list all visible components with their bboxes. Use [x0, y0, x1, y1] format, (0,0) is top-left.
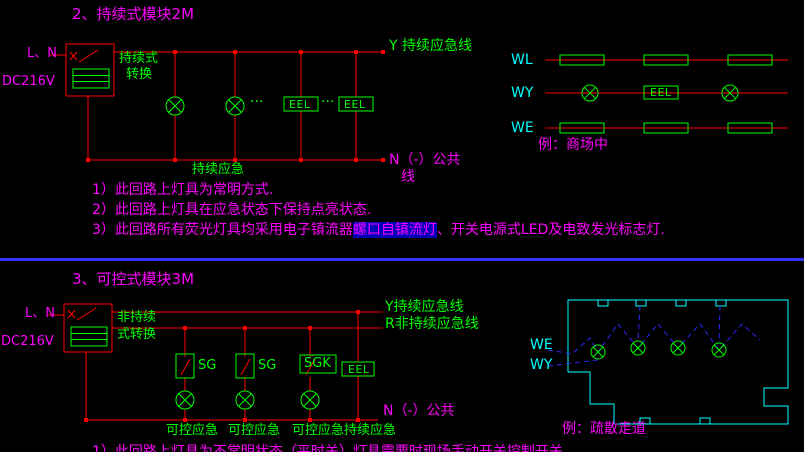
mall-example-lines [545, 59, 788, 129]
module-2m-lamp-caption: 持续应急 [192, 162, 245, 177]
eel-box-1 [283, 96, 319, 112]
switch-box-sg2 [235, 353, 255, 379]
module-2m-converter-box [50, 43, 115, 97]
module-3m-note-1: 1）此回路上灯具为不常明状态（平时关）灯具需要时现场手动开关控制开关. [92, 444, 568, 452]
lamp-symbol [581, 84, 599, 102]
module-3m-converter-core [70, 326, 108, 347]
corridor-plan-outline [567, 299, 789, 425]
eel-box-2 [338, 96, 374, 112]
lamp-symbol [721, 84, 739, 102]
switch-box-sgk [299, 354, 337, 374]
corridor-lamp-symbols [590, 340, 727, 360]
eel-box [643, 85, 679, 100]
mall-circuit-wy-label: WY [511, 85, 534, 101]
module-3m-voltage-label: DC216V [1, 334, 54, 349]
module-3m-caption-3: 可控应急持续应急 [292, 423, 397, 438]
module-2m-ellipsis-1: ··· [250, 94, 264, 110]
section-divider [0, 258, 804, 261]
module-3m-caption-2: 可控应急 [228, 423, 281, 438]
module-2m-voltage-label: DC216V [2, 74, 55, 89]
eel-label-3m: EEL [348, 363, 370, 376]
module-2m-note-2: 2）此回路上灯具在应急状态下保持点亮状态. [92, 202, 372, 218]
corridor-example-caption: 例：疏散走道 [562, 421, 646, 437]
module-3m-converter-box [48, 303, 113, 353]
mall-example-caption: 例：商场中 [538, 137, 608, 153]
module-2m-note-3: 3）此回路所有荧光灯具均采用电子镇流器螺口自镇流灯、开关电源式LED及电致发光标… [92, 222, 665, 238]
module-3m-lamp-symbols [175, 390, 320, 410]
corridor-circuit-wy-label: WY [530, 357, 553, 373]
switch-box-sg1 [175, 353, 195, 379]
module-3m-bus-n-label: N（-）公共 [383, 403, 455, 419]
module-3m-switch-boxes [175, 353, 375, 379]
switch-label-sg2: SG [258, 358, 277, 373]
corridor-wiring-dashed [547, 305, 761, 367]
module-3m-wiring [85, 311, 383, 421]
module-3m-title: 3、可控式模块3M [72, 270, 195, 288]
module-3m-caption-1: 可控应急 [166, 423, 219, 438]
module-2m-lamp-symbols [165, 96, 374, 116]
module-2m-converter-label-2: 转换 [126, 67, 153, 82]
mall-example-devices [559, 54, 773, 134]
note-3-post: 、开关电源式LED及电致发光标志灯. [436, 222, 665, 238]
module-3m-bus-r-label: R非持续应急线 [385, 316, 479, 332]
note-3-pre: 3）此回路所有荧光灯具均采用电子镇流器 [92, 222, 353, 238]
module-3m-converter-label-2: 式转换 [117, 327, 157, 342]
module-2m-bus-y-label: Y 持续应急线 [389, 38, 473, 54]
eel-label-2: EEL [344, 98, 366, 111]
module-3m-input-label: L、N [25, 306, 55, 321]
switch-label-sgk: SGK [304, 356, 331, 371]
module-3m-bus-y-label: Y持续应急线 [385, 299, 464, 315]
eel-label-1: EEL [289, 98, 311, 111]
module-2m-ellipsis-2: ··· [321, 94, 335, 110]
eel-box-3m [341, 361, 375, 377]
module-2m-input-label: L、N [27, 46, 57, 61]
mall-eel-label: EEL [650, 86, 672, 99]
module-2m-bus-n-label-1: N（-）公共 [389, 152, 461, 168]
module-2m-bus-n-label-2: 线 [401, 169, 415, 185]
corridor-circuit-we-label: WE [530, 337, 553, 353]
module-2m-title: 2、持续式模块2M [72, 5, 195, 23]
module-2m-converter-core [72, 68, 110, 89]
mall-circuit-we-label: WE [511, 120, 534, 136]
module-2m-note-1: 1）此回路上灯具为常明方式. [92, 182, 274, 198]
module-3m-converter-label-1: 非持续 [117, 310, 157, 325]
mall-circuit-wl-label: WL [511, 52, 533, 68]
module-2m-converter-label-1: 持续式 [119, 51, 159, 66]
module-2m-junction-dots [86, 50, 385, 162]
switch-label-sg1: SG [198, 358, 217, 373]
note-3-highlighted-text: 螺口自镇流灯 [352, 222, 437, 238]
module-3m-junction-dots [84, 310, 360, 422]
